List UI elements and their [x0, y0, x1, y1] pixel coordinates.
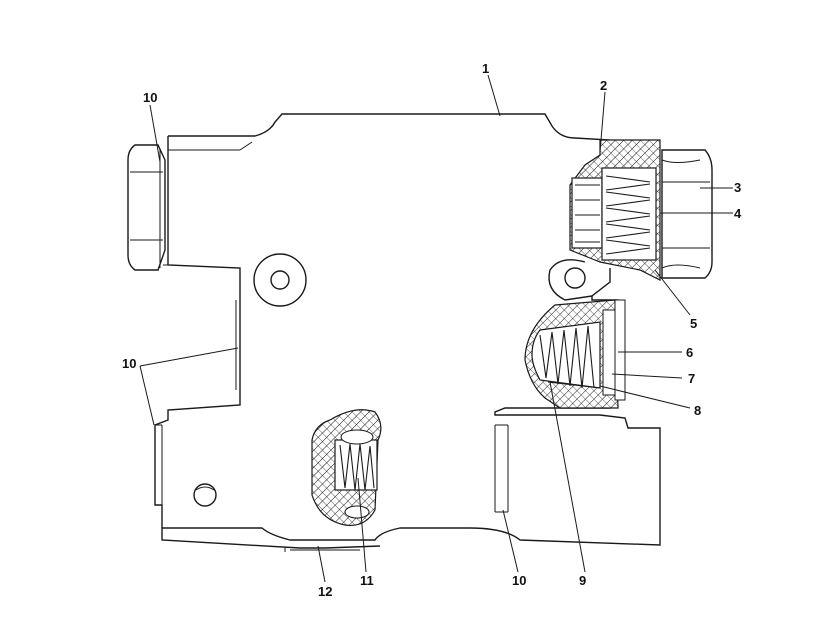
callout-2: 2 — [600, 78, 607, 93]
upper-relief-valve — [569, 139, 661, 281]
callout-labels: 1 2 3 4 5 6 7 8 9 10 10 10 11 12 — [122, 61, 742, 599]
side-lug — [548, 259, 593, 301]
callout-3: 3 — [734, 180, 741, 195]
right-hex-nut — [661, 149, 713, 279]
mounting-hole-lower — [193, 483, 217, 507]
callout-9: 9 — [579, 573, 586, 588]
left-hex-nut — [127, 144, 166, 271]
callout-4: 4 — [734, 206, 742, 221]
callout-12: 12 — [318, 584, 332, 599]
callout-5: 5 — [690, 316, 697, 331]
callout-10-bottom: 10 — [512, 573, 526, 588]
middle-check-valve — [524, 299, 626, 409]
leader-lines — [139, 74, 733, 583]
callout-1: 1 — [482, 61, 489, 76]
valve-body — [154, 113, 661, 552]
callout-10-top: 10 — [143, 90, 157, 105]
mounting-hole-upper — [253, 253, 307, 307]
lower-check-valve — [311, 409, 382, 527]
callout-7: 7 — [688, 371, 695, 386]
callout-6: 6 — [686, 345, 693, 360]
callout-8: 8 — [694, 403, 701, 418]
callout-10-left: 10 — [122, 356, 136, 371]
callout-11: 11 — [360, 573, 374, 588]
